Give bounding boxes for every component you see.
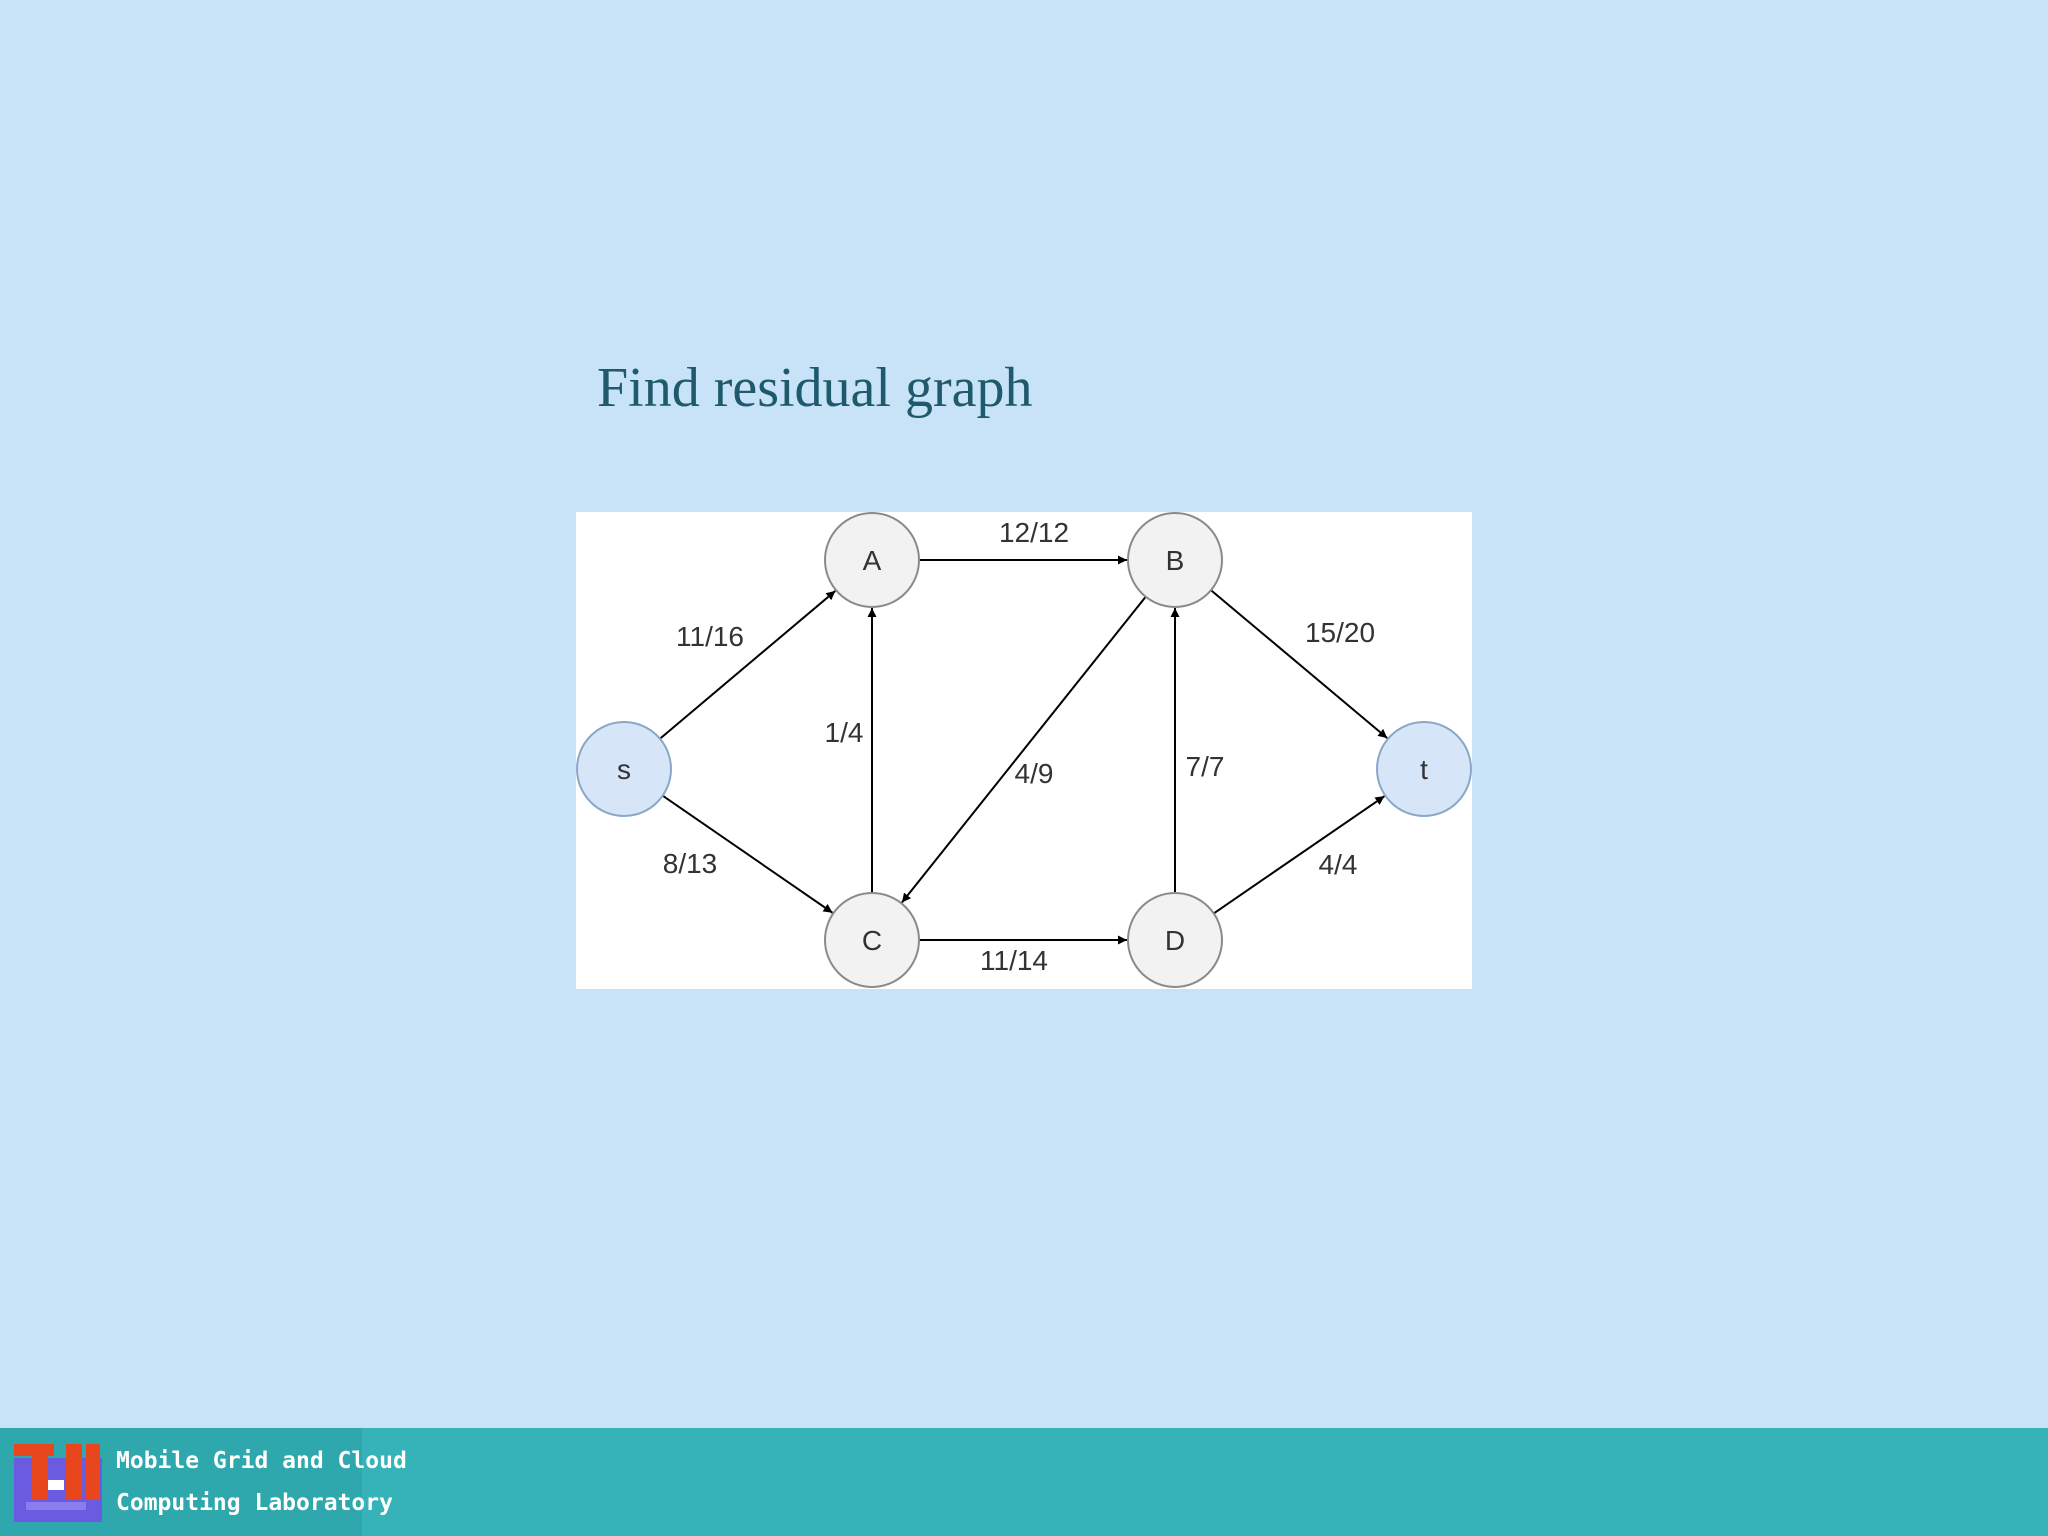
node-label-t: t [1420,754,1428,785]
node-label-B: B [1166,545,1185,576]
flow-network-svg: s A B C Dt 11/16 8/13 12/12 1/4 4/9 11/14 7/7 15/20… [576,512,1472,988]
edge-B-t [1210,589,1388,739]
edge-B-C [901,596,1147,904]
edge-D-t [1213,795,1385,915]
node-D: D [1127,892,1223,988]
edge-s-C [662,794,834,914]
slide-title: Find residual graph [597,357,1033,419]
edge-label-A-B: 12/12 [999,517,1069,548]
node-circle-s [576,721,672,817]
node-circle-C [824,892,920,988]
node-s: s [576,721,672,817]
edge-label-s-A: 11/16 [676,621,744,652]
node-label-C: C [862,925,882,956]
node-layer: s A B C Dt [576,512,1472,988]
node-label-A: A [863,545,882,576]
edge-label-B-C: 4/9 [1015,758,1054,789]
node-label-s: s [617,754,631,785]
lab-name-line2: Computing Laboratory [116,1490,393,1516]
footer-bar: Mobile Grid and Cloud Computing Laborato… [0,1428,2048,1536]
node-circle-t [1376,721,1472,817]
edge-label-layer: 11/16 8/13 12/12 1/4 4/9 11/14 7/7 15/20 4/4 [663,517,1375,976]
edge-layer [659,555,1388,945]
edge-label-C-D: 11/14 [980,945,1048,976]
edge-label-C-A: 1/4 [825,717,864,748]
node-B: B [1127,512,1223,608]
node-A: A [824,512,920,608]
edge-s-A [659,590,836,740]
node-circle-B [1127,512,1223,608]
lab-name-line1: Mobile Grid and Cloud [116,1448,407,1474]
lab-logo: Mobile Grid and Cloud Computing Laborato… [0,1428,407,1536]
node-C: C [824,892,920,988]
node-t: t [1376,721,1472,817]
node-circle-D [1127,892,1223,988]
edge-label-B-t: 15/20 [1305,617,1375,648]
edge-label-s-C: 8/13 [663,848,718,879]
node-circle-A [824,512,920,608]
edge-label-D-B: 7/7 [1186,751,1225,782]
edge-label-D-t: 4/4 [1319,849,1358,880]
node-label-D: D [1165,925,1185,956]
lab-logo-icon [14,1444,102,1522]
